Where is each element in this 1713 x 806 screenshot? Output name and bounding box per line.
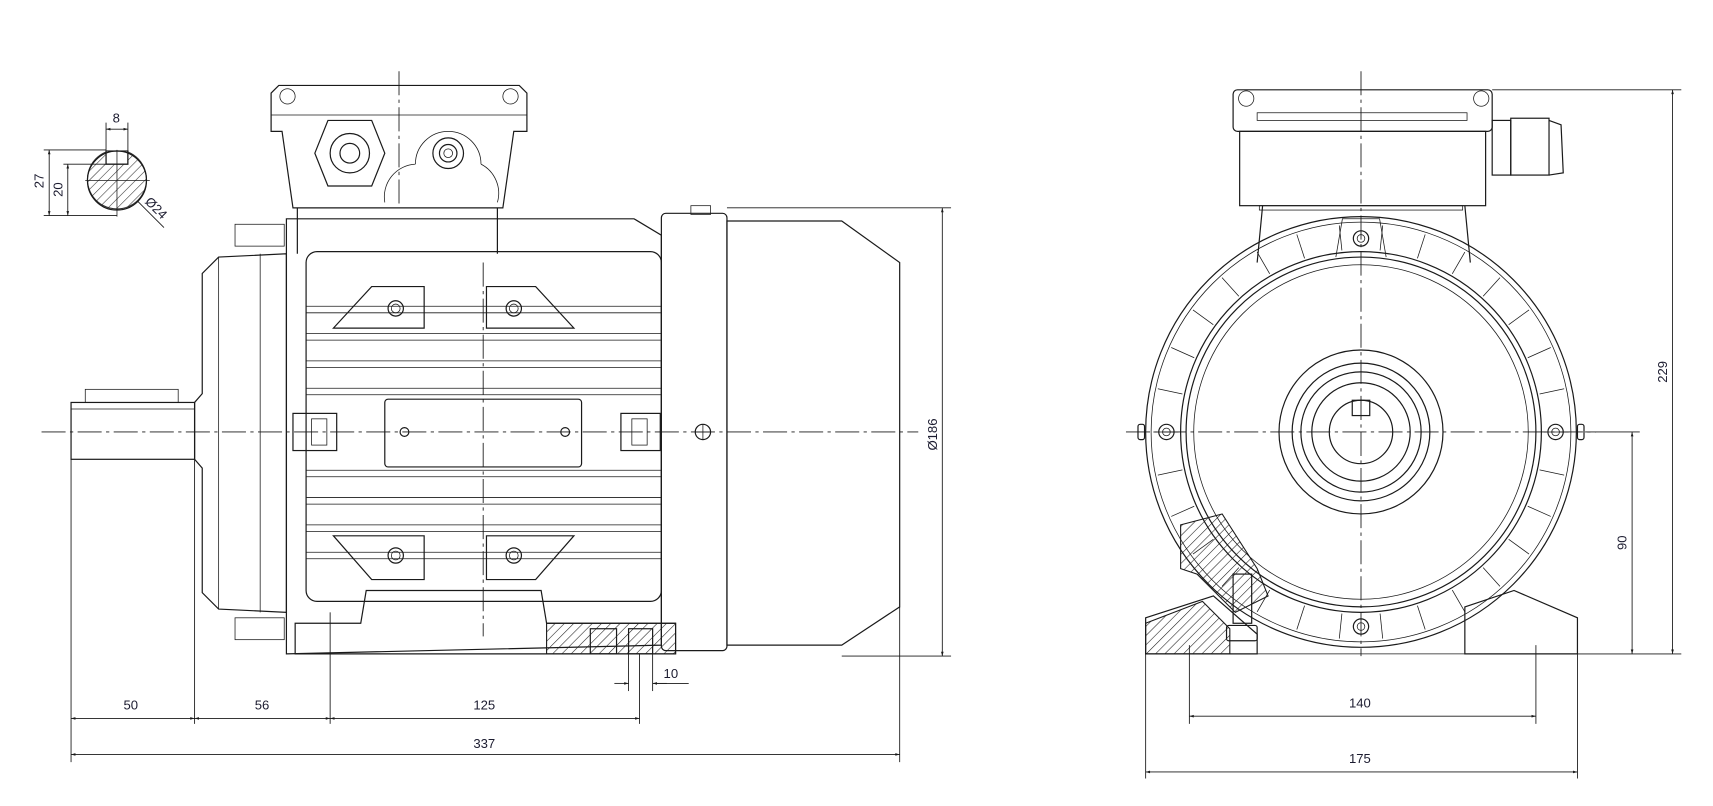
dim-foot-hole-dia: 10 <box>664 666 679 681</box>
dim-shaft-diameter: Ø24 <box>142 194 170 222</box>
fin-line <box>1527 347 1551 359</box>
fin-line <box>1171 347 1195 359</box>
fin-line <box>1157 388 1183 395</box>
fin-line <box>1417 234 1426 259</box>
fin-line <box>1379 225 1384 251</box>
fin-line <box>1539 469 1565 476</box>
fin-line <box>1417 605 1426 630</box>
dim-key-seat-depth: 20 <box>50 182 65 197</box>
fin-line <box>1508 538 1530 555</box>
dim-body-diameter: Ø186 <box>925 418 940 450</box>
fin-line <box>1157 469 1183 476</box>
fin-line <box>1527 505 1551 517</box>
fin-line <box>1451 251 1466 275</box>
fin-line <box>1171 505 1195 517</box>
fin-line <box>1508 309 1530 325</box>
side-view-dimensions <box>70 207 952 763</box>
dim-foot-hole-spacing-front: 140 <box>1349 695 1371 710</box>
fin-line <box>1482 567 1501 587</box>
dim-foot-hole-spacing-side: 125 <box>473 698 495 713</box>
fin-line <box>1338 225 1343 251</box>
dim-flange-to-foot-hole: 56 <box>255 698 270 713</box>
fin-line <box>1451 589 1466 613</box>
fin-line <box>1296 234 1305 259</box>
fin-line <box>1221 277 1240 297</box>
fin-line <box>1379 613 1384 639</box>
fin-line <box>1192 309 1214 325</box>
dim-shaft-length: 50 <box>124 698 139 713</box>
dim-overall-length: 337 <box>473 736 495 751</box>
dim-height-over-key: 27 <box>32 174 47 189</box>
fin-line <box>1338 613 1343 639</box>
motor-side-view <box>41 71 919 655</box>
shaft-section <box>43 122 165 228</box>
front-view-dimensions <box>1145 89 1682 779</box>
motor-front-view <box>1125 71 1597 657</box>
dim-overall-height: 229 <box>1655 361 1670 383</box>
dim-key-width: 8 <box>113 111 120 126</box>
fin-line <box>1482 277 1501 297</box>
fin-line <box>1296 605 1305 630</box>
cooling-fins <box>306 305 662 560</box>
dim-shaft-height: 90 <box>1615 535 1630 550</box>
fin-line <box>1256 251 1271 275</box>
fin-line <box>1539 388 1565 395</box>
dim-foot-width: 175 <box>1349 751 1371 766</box>
